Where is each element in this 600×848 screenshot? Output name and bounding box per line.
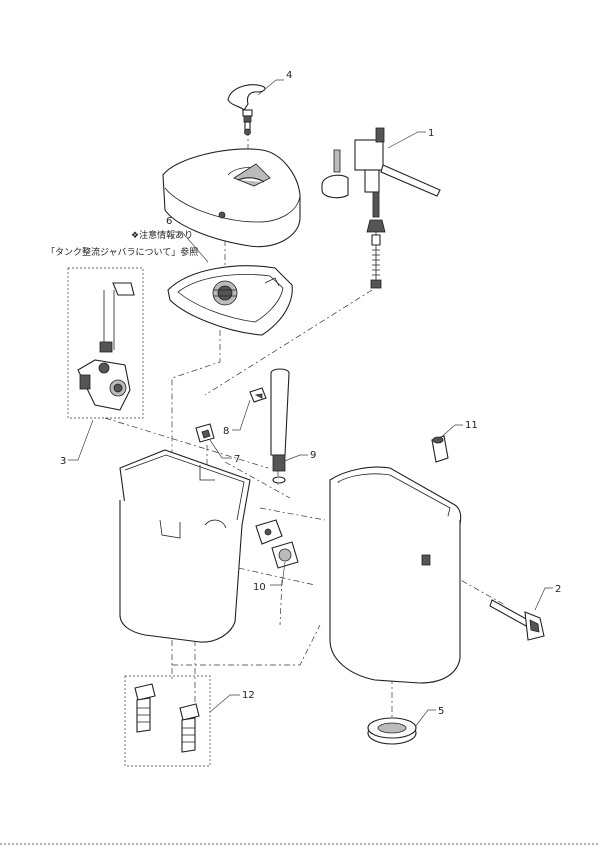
callout-7: 7 (234, 454, 240, 465)
reference-note: 「タンク整流ジャバラについて」参照 (46, 248, 199, 258)
lid-tray-part (167, 265, 293, 336)
callout-8: 8 (223, 426, 229, 437)
callout-1: 1 (428, 128, 434, 139)
feet-part (124, 675, 211, 767)
callout-11: 11 (465, 420, 478, 431)
overflow-pipe-part (270, 368, 290, 484)
fill-valve-part (321, 127, 441, 289)
tank-lid-part (162, 148, 301, 248)
outer-tank-part (329, 466, 462, 684)
knob-part (489, 599, 545, 641)
callout-10: 10 (253, 582, 266, 593)
callout-4: 4 (286, 70, 292, 81)
callout-5: 5 (438, 706, 444, 717)
connector-part (431, 435, 449, 463)
holder-part (249, 387, 267, 403)
leader-lines (68, 79, 553, 728)
ring-gasket-part (367, 717, 417, 745)
callout-2: 2 (555, 584, 561, 595)
callout-labels: 4 1 6 3 7 8 9 10 11 2 5 12 (60, 70, 561, 717)
callout-9: 9 (310, 450, 316, 461)
gasket-bracket-part (255, 519, 299, 569)
callout-3: 3 (60, 456, 66, 467)
callout-12: 12 (242, 690, 255, 701)
lever-handle-part (227, 84, 266, 136)
flush-valve-part (67, 267, 144, 419)
callout-6: 6 (166, 216, 172, 227)
inner-tank-part (119, 449, 251, 643)
clip-part (195, 423, 215, 443)
caution-note: ❖注意情報あり (131, 231, 194, 241)
